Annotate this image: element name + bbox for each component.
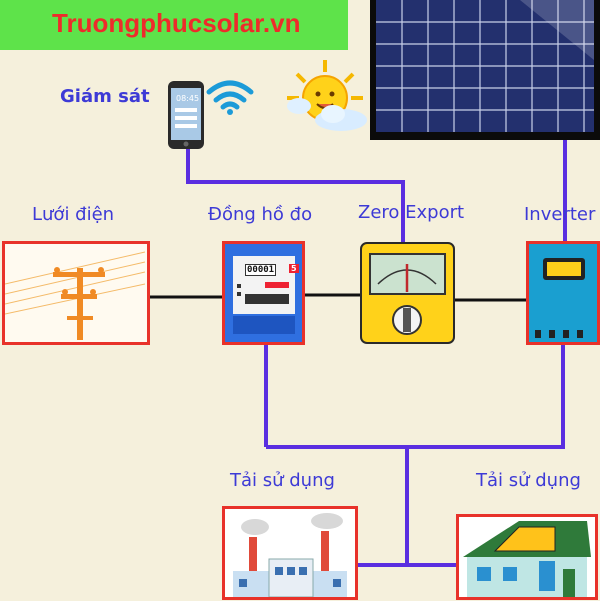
brand-banner: Truongphucsolar.vn bbox=[0, 0, 348, 50]
brand-text: Truongphucsolar.vn bbox=[52, 8, 301, 38]
inverter-label: Inverter bbox=[524, 204, 596, 225]
smartphone-icon: 08:45 bbox=[167, 80, 205, 150]
meter-box: 00001 5 bbox=[222, 241, 305, 345]
zero-export-box bbox=[360, 242, 455, 344]
load-bus-wire bbox=[358, 447, 409, 567]
inverter-device-icon bbox=[529, 244, 597, 342]
inverter-box bbox=[526, 241, 600, 345]
monitoring-label: Giám sát bbox=[60, 86, 150, 107]
grid-box bbox=[2, 241, 150, 345]
power-pole-icon bbox=[4, 251, 146, 340]
zero-export-label: Zero Export bbox=[358, 202, 465, 223]
monitoring-wire bbox=[186, 148, 405, 242]
solar-panel bbox=[370, 0, 600, 140]
grid-label: Lưới điện bbox=[32, 204, 115, 225]
house-load-box bbox=[456, 514, 598, 600]
meter-badge: 5 bbox=[289, 264, 299, 273]
inverter-load-wire bbox=[266, 345, 565, 449]
factory-load-box bbox=[222, 506, 358, 600]
load-right-label: Tải sử dụng bbox=[476, 470, 581, 491]
house-icon bbox=[463, 521, 591, 597]
load-left-label: Tải sử dụng bbox=[230, 470, 335, 491]
energy-meter-icon bbox=[227, 246, 300, 340]
sun-icon bbox=[285, 58, 370, 138]
wifi-icon bbox=[205, 76, 255, 116]
meter-reading: 00001 bbox=[245, 264, 277, 276]
meter-label: Đồng hồ đo bbox=[208, 204, 313, 225]
phone-time: 08:45 bbox=[176, 94, 200, 103]
zero-export-device-icon bbox=[360, 242, 455, 344]
factory-icon bbox=[233, 513, 347, 598]
